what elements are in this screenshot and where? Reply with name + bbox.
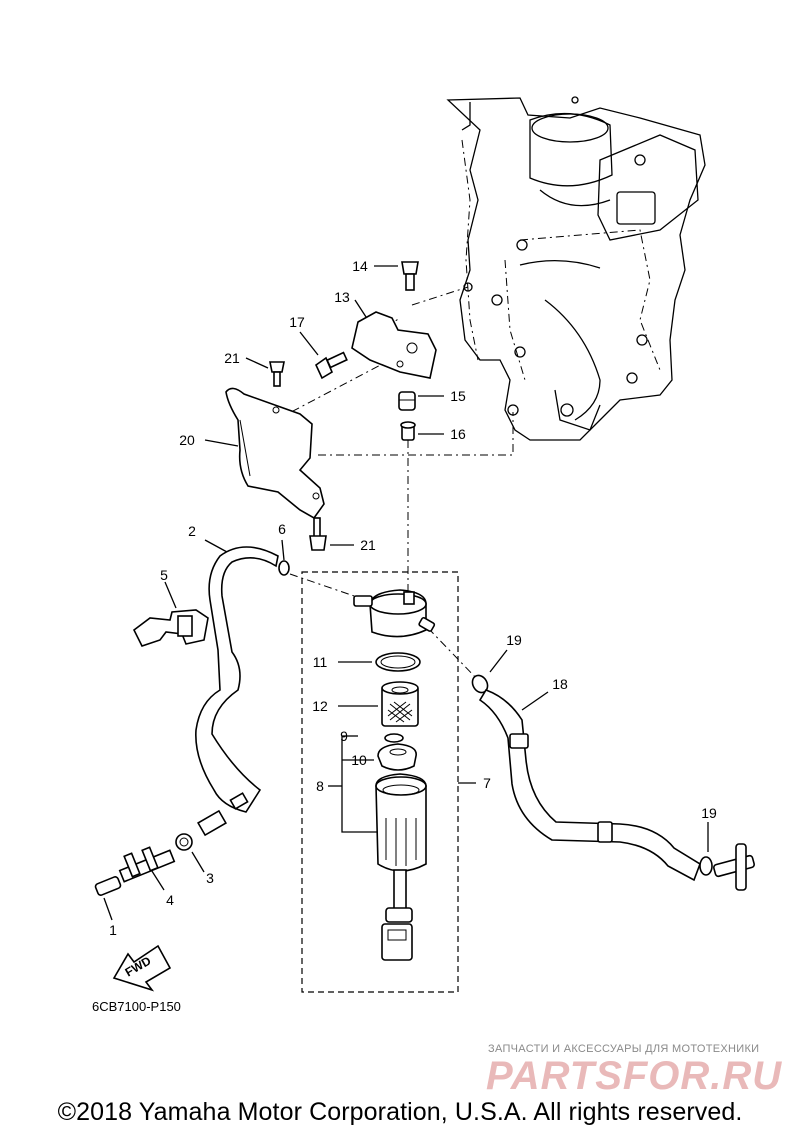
part-17-bolt — [299, 331, 348, 380]
callout-16: 16 — [450, 426, 466, 442]
part-13-bracket — [351, 299, 437, 379]
part-11-o-ring — [338, 652, 421, 672]
filter-head — [353, 589, 436, 638]
callout-12: 12 — [312, 698, 328, 714]
part-4-fitting — [118, 846, 176, 891]
callout-3: 3 — [206, 870, 214, 886]
part-15-grommet — [398, 391, 444, 411]
callout-19-lower: 19 — [701, 805, 717, 821]
callout-11: 11 — [313, 654, 328, 670]
callout-10: 10 — [351, 752, 367, 768]
callout-5: 5 — [160, 567, 168, 583]
callout-4: 4 — [166, 892, 174, 908]
copyright-notice: ©2018 Yamaha Motor Corporation, U.S.A. A… — [57, 1098, 743, 1126]
part-1-plug — [94, 876, 122, 921]
part-14-bolt — [374, 261, 419, 291]
leader-lines — [275, 286, 514, 681]
callout-1: 1 — [109, 922, 117, 938]
part-8-bracket-lines — [328, 735, 378, 833]
part-7-filter-assembly-box — [301, 571, 459, 993]
callout-15: 15 — [450, 388, 466, 404]
callout-7: 7 — [483, 775, 491, 791]
callout-21-upper: 21 — [224, 350, 240, 366]
part-20-cover — [204, 387, 325, 520]
part-21-bolt-lower — [309, 517, 354, 551]
part-19-clip-upper — [471, 649, 508, 694]
part-16-collar — [400, 421, 444, 441]
part-5-clamp — [132, 581, 209, 647]
callout-14: 14 — [352, 258, 368, 274]
callout-6: 6 — [278, 521, 286, 537]
callout-8: 8 — [316, 778, 324, 794]
callout-18: 18 — [552, 676, 568, 692]
callout-2: 2 — [188, 523, 196, 539]
engine-block-outline — [446, 96, 706, 441]
part-18-hose — [478, 689, 701, 882]
tee-fitting — [713, 843, 755, 891]
part-2-hose — [195, 539, 279, 837]
part-6-clip — [278, 539, 290, 576]
part-10-float — [377, 743, 417, 771]
callout-19-upper: 19 — [506, 632, 522, 648]
callout-labels: 1 2 3 4 5 6 7 8 9 10 11 12 13 14 15 16 1… — [109, 258, 717, 938]
watermark-tagline: ЗАПЧАСТИ И АКСЕССУАРЫ ДЛЯ МОТОТЕХНИКИ — [488, 1043, 760, 1055]
drawing-code: 6CB7100-P150 — [92, 999, 181, 1014]
part-19-clip-lower — [699, 822, 713, 876]
callout-21-lower: 21 — [360, 537, 376, 553]
callout-17: 17 — [289, 314, 305, 330]
fwd-arrow-icon: FWD — [112, 944, 172, 992]
part-9-clip — [384, 733, 404, 743]
part-21-bolt-upper — [245, 357, 285, 387]
callout-13: 13 — [334, 289, 350, 305]
part-12-filter-element — [338, 681, 419, 727]
callout-9: 9 — [340, 728, 348, 744]
part-3-clip — [175, 833, 205, 873]
filter-cup — [375, 773, 427, 961]
callout-20: 20 — [179, 432, 195, 448]
watermark-logo: PARTSFOR.RU — [486, 1054, 783, 1098]
